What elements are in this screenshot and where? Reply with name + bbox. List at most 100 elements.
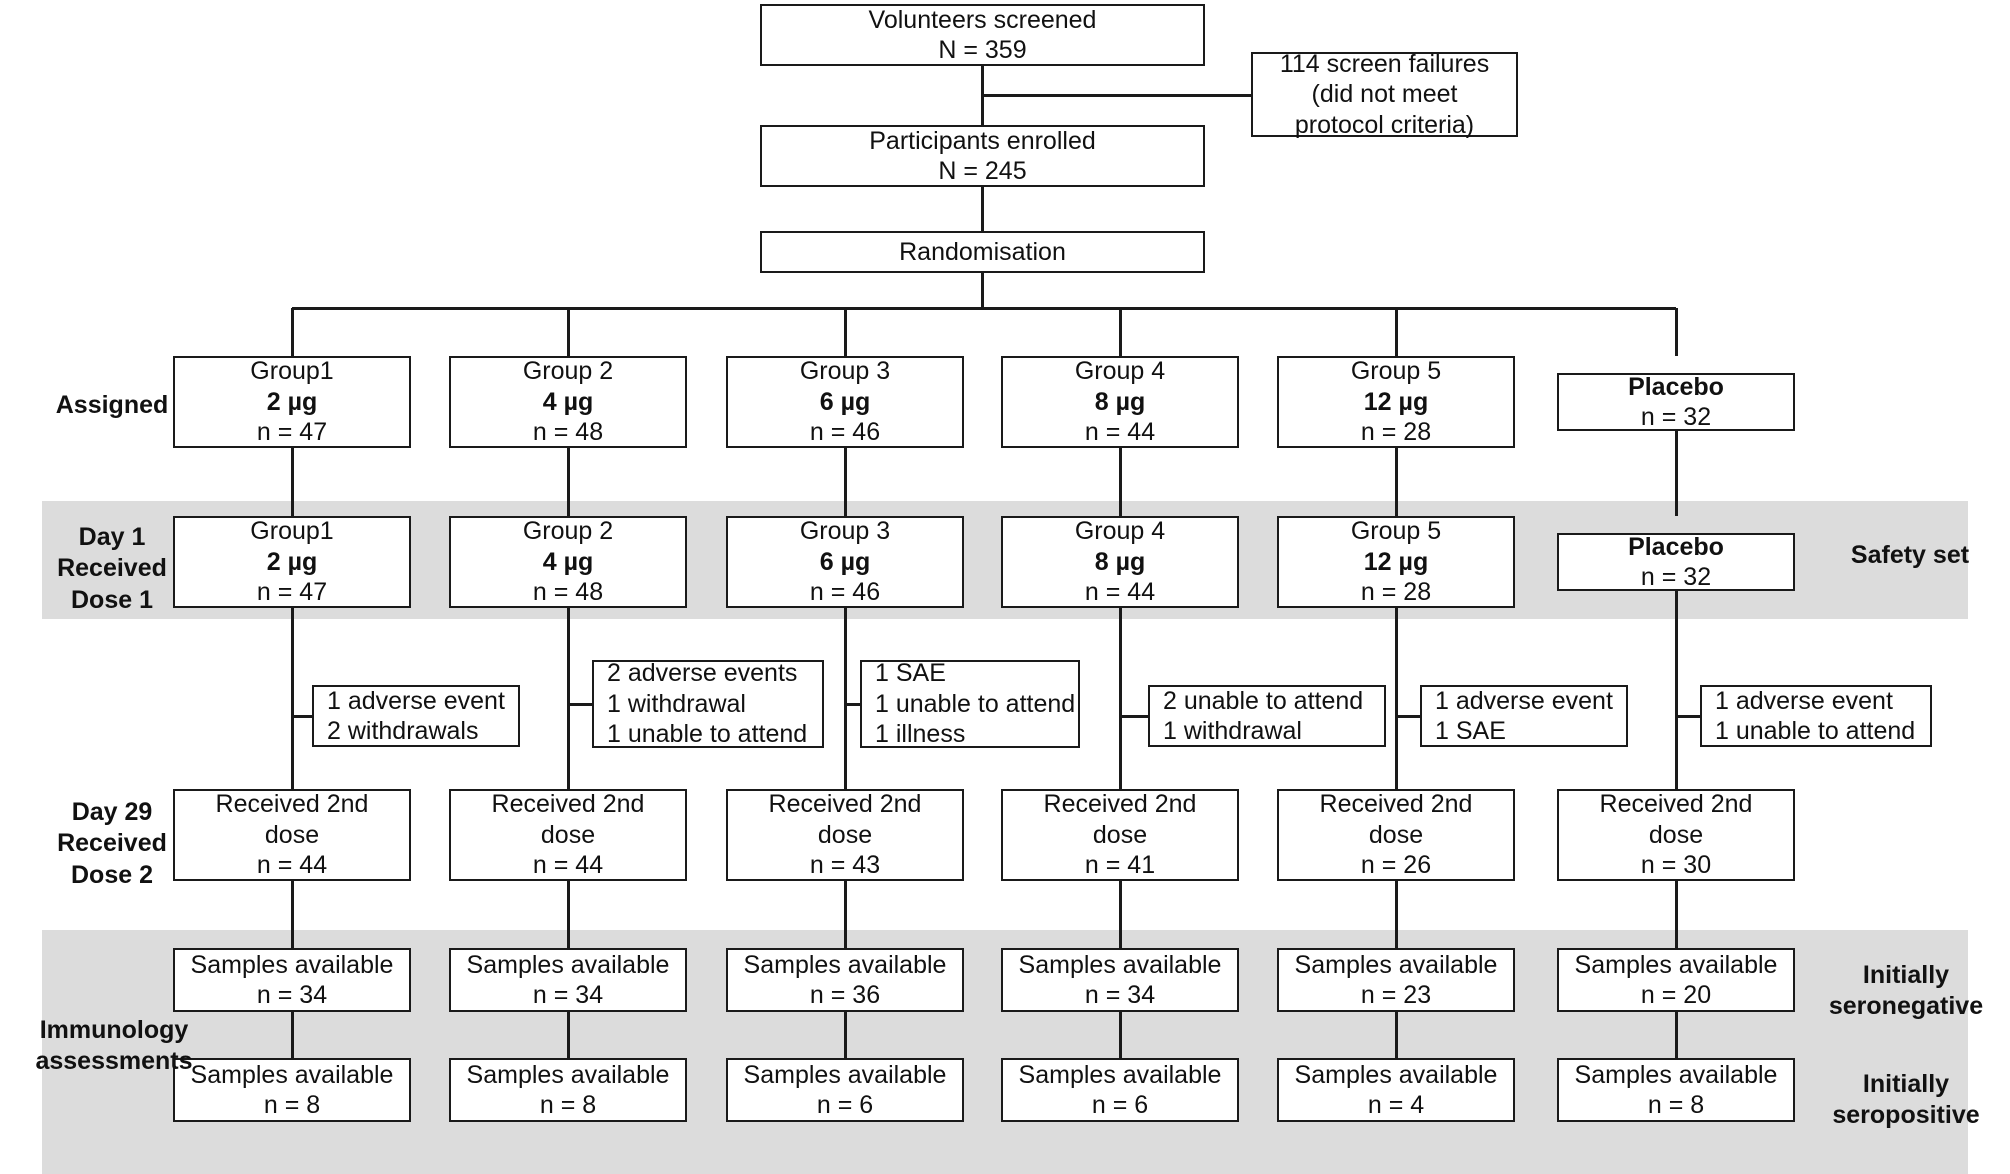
connector-horizontal: [1120, 714, 1148, 718]
box-dose2-col3-line3: n = 43: [809, 851, 881, 880]
connector-vertical: [1674, 431, 1678, 516]
box-seronegative-col4-line1: Samples available: [1018, 950, 1222, 979]
box-dose2-col2-line1: Received 2nd: [491, 790, 645, 819]
box-dropout-col3-line1: 1 SAE: [875, 659, 946, 688]
connector-vertical: [980, 273, 984, 308]
box-seropositive-col6-line1: Samples available: [1574, 1060, 1778, 1089]
connector-vertical: [1674, 881, 1678, 948]
row-label-day29: Day 29 Received Dose 2: [57, 798, 167, 889]
box-seropositive-col3-line2: n = 6: [816, 1091, 874, 1119]
box-dose1-col5-line1: Group 5: [1350, 517, 1442, 546]
box-seronegative-col6-line2: n = 20: [1640, 981, 1712, 1009]
box-assigned-col1-line2: 2 µg: [266, 387, 318, 416]
connector-vertical: [843, 881, 847, 948]
box-seronegative-col1-line1: Samples available: [190, 950, 394, 979]
volunteers-screened-line1: Volunteers screened: [868, 5, 1097, 34]
box-assigned-col6-line1: Placebo: [1628, 372, 1724, 401]
box-seropositive-col5-line2: n = 4: [1367, 1091, 1425, 1119]
box-dose1-col5-line3: n = 28: [1360, 578, 1432, 607]
connector-vertical: [1118, 308, 1122, 356]
box-volunteers-screened: Volunteers screened N = 359: [760, 4, 1205, 66]
connector-horizontal: [292, 714, 312, 718]
box-dose2-col5-line2: dose: [1368, 820, 1424, 849]
box-dose1-col2-line1: Group 2: [522, 517, 614, 546]
box-dropout-col1-line2: 2 withdrawals: [327, 717, 479, 745]
box-dropout-col2-line1: 2 adverse events: [607, 659, 798, 688]
connector-vertical: [1118, 608, 1122, 789]
box-dose2-col6-line1: Received 2nd: [1599, 790, 1753, 819]
box-dose1-col4-line3: n = 44: [1084, 578, 1156, 607]
connector-vertical: [1674, 591, 1678, 789]
box-dose1-col6-line2: n = 32: [1640, 563, 1712, 591]
box-dose1-col6-line1: Placebo: [1628, 532, 1724, 561]
box-assigned-col3-line2: 6 µg: [819, 387, 871, 416]
connector-horizontal: [292, 306, 1676, 310]
connector-vertical: [290, 308, 294, 356]
box-dose1-col1-line1: Group1: [250, 517, 334, 546]
connector-vertical: [290, 1012, 294, 1058]
connector-vertical: [1118, 881, 1122, 948]
connector-horizontal: [1676, 714, 1700, 718]
box-seropositive-col2-line1: Samples available: [466, 1060, 670, 1089]
box-dose1-col4-line2: 8 µg: [1094, 547, 1146, 576]
connector-vertical: [290, 448, 294, 516]
box-dropout-col2-line2: 1 withdrawal: [607, 689, 746, 718]
connector-vertical: [1118, 448, 1122, 516]
connector-horizontal: [845, 702, 860, 706]
box-assigned-col6-line2: n = 32: [1640, 403, 1712, 431]
screen-failures-line3: protocol criteria): [1294, 110, 1475, 139]
right-label-safety-set: Safety set: [1850, 541, 1970, 569]
box-seronegative-col4-line2: n = 34: [1084, 981, 1156, 1009]
row-label-day1: Day 1 Received Dose 1: [57, 523, 167, 614]
connector-vertical: [843, 1012, 847, 1058]
connector-vertical: [1394, 448, 1398, 516]
box-randomisation: Randomisation: [760, 231, 1205, 273]
connector-vertical: [566, 1012, 570, 1058]
box-dose1-col2-line2: 4 µg: [542, 547, 594, 576]
row-label-assigned: Assigned: [55, 391, 169, 419]
connector-vertical: [566, 608, 570, 789]
box-assigned-col5-line3: n = 28: [1360, 418, 1432, 447]
connector-vertical: [980, 187, 984, 231]
box-seropositive-col6-line2: n = 8: [1647, 1091, 1705, 1119]
box-seropositive-col1-line1: Samples available: [190, 1060, 394, 1089]
box-dose1-col1-line2: 2 µg: [266, 547, 318, 576]
connector-horizontal: [568, 702, 592, 706]
connector-vertical: [1394, 308, 1398, 356]
connector-vertical: [843, 448, 847, 516]
volunteers-screened-line2: N = 359: [938, 36, 1027, 64]
box-dose1-col3-line3: n = 46: [809, 578, 881, 607]
row-label-immunology: Immunology assessments: [35, 1016, 193, 1076]
box-dose2-col1-line3: n = 44: [256, 851, 328, 880]
box-dose2-col4-line1: Received 2nd: [1043, 790, 1197, 819]
box-screen-failures: 114 screen failures (did not meet protoc…: [1251, 50, 1518, 139]
screen-failures-line2: (did not meet: [1311, 80, 1458, 109]
box-seronegative-col5-line2: n = 23: [1360, 981, 1432, 1009]
box-assigned-col5-line2: 12 µg: [1363, 387, 1429, 416]
box-dose2-col5-line3: n = 26: [1360, 851, 1432, 880]
right-label-seropositive: Initially seropositive: [1832, 1070, 1980, 1130]
randomisation-label: Randomisation: [899, 237, 1066, 266]
box-assigned-col2-line2: 4 µg: [542, 387, 594, 416]
box-dropout-col6-line2: 1 unable to attend: [1715, 717, 1916, 745]
box-dropout-col2-line3: 1 unable to attend: [607, 720, 808, 749]
box-seropositive-col3-line1: Samples available: [743, 1060, 947, 1089]
box-seropositive-col1-line2: n = 8: [263, 1091, 321, 1119]
box-dropout-col1-line1: 1 adverse event: [327, 686, 505, 715]
box-seropositive-col4-line1: Samples available: [1018, 1060, 1222, 1089]
box-seronegative-col5-line1: Samples available: [1294, 950, 1498, 979]
